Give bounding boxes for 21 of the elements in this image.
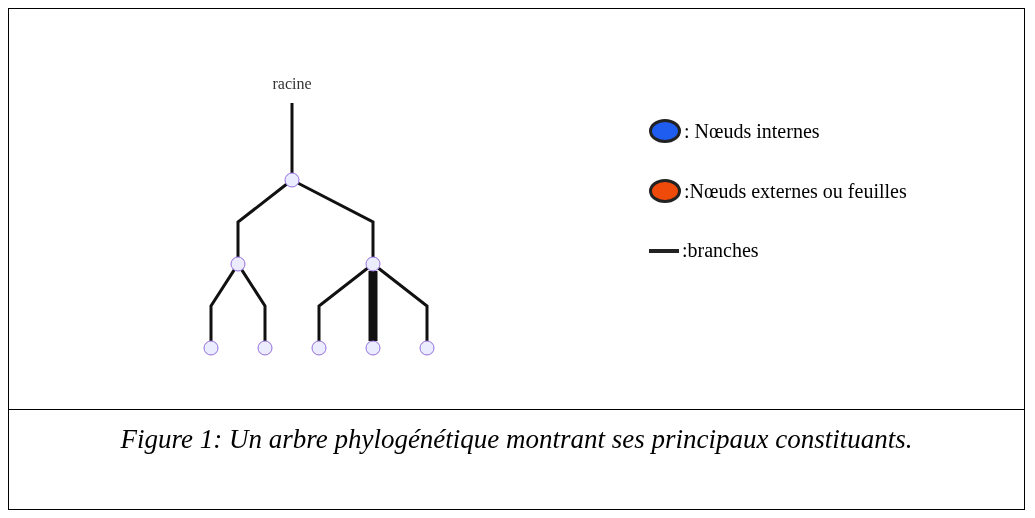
legend-label: :branches — [682, 239, 759, 262]
node-circle — [284, 172, 300, 187]
connector — [317, 266, 369, 341]
connector — [236, 182, 288, 257]
node-circle — [419, 340, 435, 355]
node-text: racine — [272, 74, 312, 91]
node-circle — [365, 256, 381, 271]
node-circle — [230, 256, 246, 271]
node-circle — [365, 340, 381, 355]
connector — [297, 181, 375, 257]
connector — [368, 270, 378, 341]
legend-label: :Nœuds externes ou feuilles — [684, 179, 907, 203]
node-circle — [311, 340, 327, 355]
connector — [290, 102, 294, 173]
connector — [209, 268, 236, 341]
node-circle — [257, 340, 273, 355]
caption: Figure 1: Un arbre phylogénétique montrant ses principaux constituants. — [119, 424, 914, 455]
node-circle — [203, 340, 219, 355]
connector — [240, 268, 267, 341]
connector — [377, 266, 429, 341]
legend-label: : Nœuds internes — [684, 119, 820, 143]
